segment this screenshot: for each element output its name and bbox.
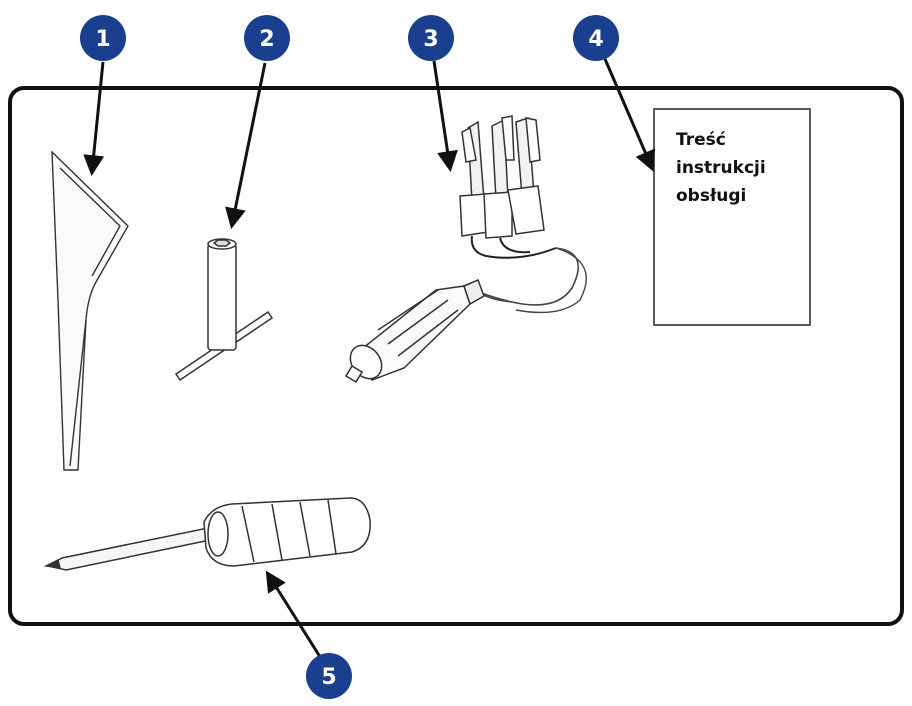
manual-line-2: instrukcji — [676, 158, 766, 178]
kit-frame — [8, 86, 904, 626]
callout-arrows — [83, 58, 655, 661]
callout-badge-1: 1 — [80, 15, 126, 61]
funnel-icon — [51, 150, 129, 471]
clamp-left — [459, 120, 489, 237]
manual-page — [653, 108, 811, 326]
clamp-right — [507, 116, 545, 235]
svg-text:1: 1 — [95, 27, 110, 52]
arrow-4 — [603, 58, 655, 172]
arrow-1 — [83, 61, 105, 177]
callout-badge-4: 4 — [573, 15, 619, 61]
callout-badge-5: 5 — [306, 653, 352, 699]
clamp-middle — [483, 115, 515, 239]
svg-text:5: 5 — [321, 665, 336, 690]
screwdriver-icon — [43, 497, 371, 571]
callout-badge-3: 3 — [408, 15, 454, 61]
callout-badge-2: 2 — [244, 15, 290, 61]
manual-line-3: obsługi — [676, 186, 746, 206]
cigarette-plug — [344, 279, 485, 384]
arrow-5 — [265, 570, 324, 661]
hex-socket-wrench-icon — [174, 238, 274, 382]
svg-text:2: 2 — [259, 27, 274, 52]
instruction-manual: Treść instrukcji obsługi — [653, 108, 811, 326]
arrow-3 — [432, 60, 458, 173]
svg-text:3: 3 — [423, 27, 438, 52]
svg-text:4: 4 — [588, 27, 603, 52]
battery-clamp-cable-icon — [344, 115, 587, 384]
manual-line-1: Treść — [676, 130, 726, 150]
arrow-2 — [225, 62, 267, 230]
